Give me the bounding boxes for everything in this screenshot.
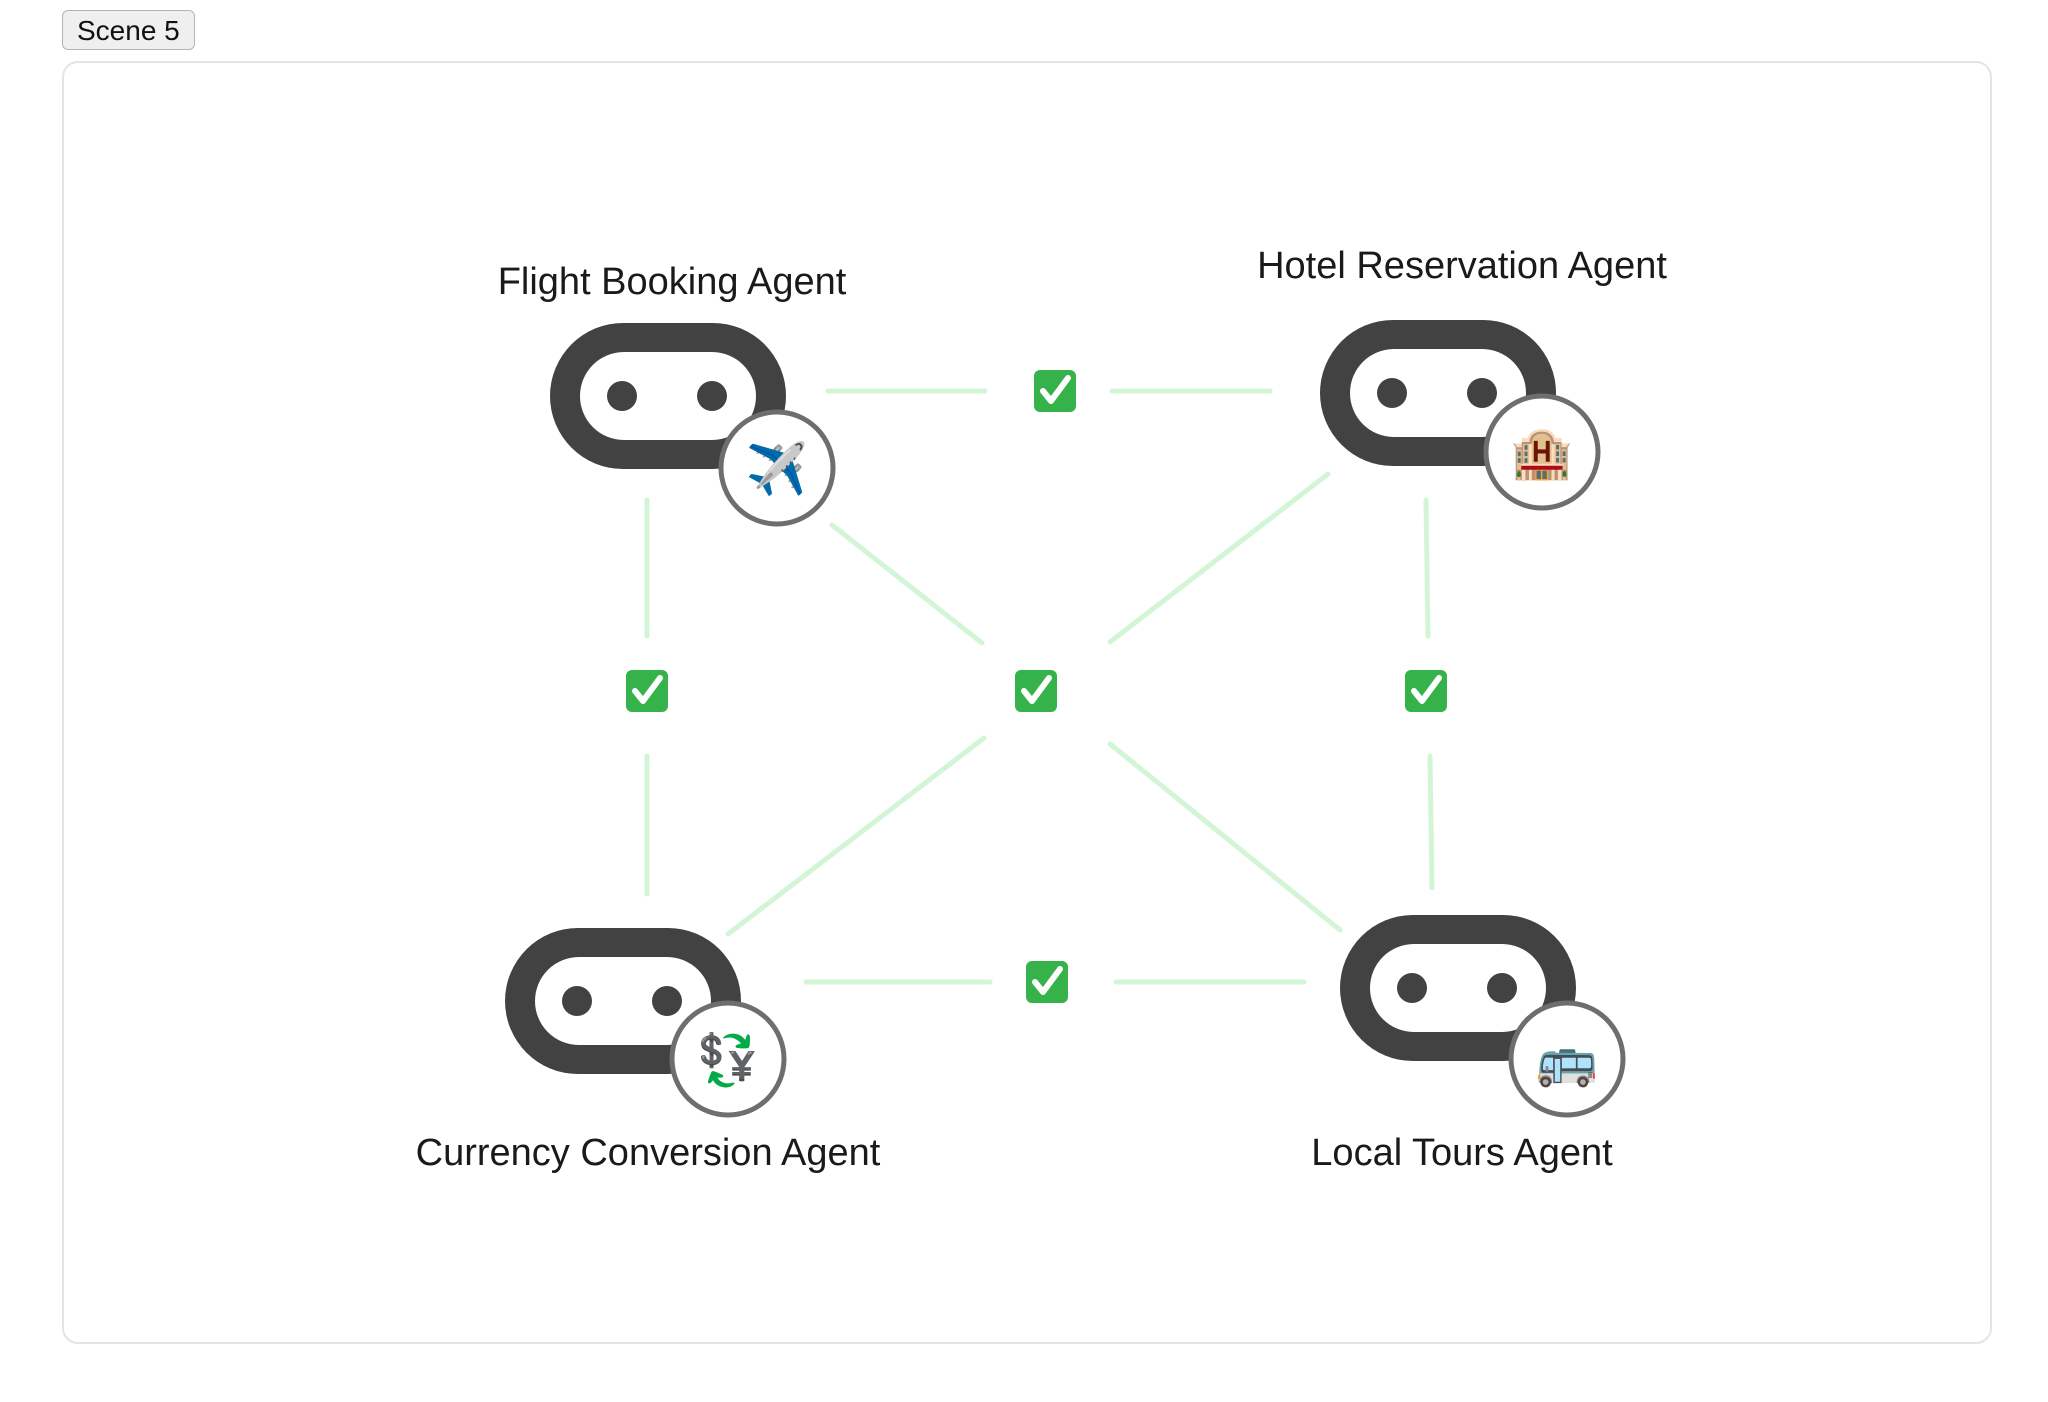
check-mark-icon <box>626 670 668 712</box>
agent-hotel-reservation[interactable]: Hotel Reservation Agent 🏨 <box>1257 245 1667 511</box>
svg-text:🏨: 🏨 <box>1511 424 1573 483</box>
connection-hotel-tours-bottom <box>1427 753 1435 891</box>
connection-flight-tours-bottom <box>1107 741 1343 933</box>
check-mark-icon <box>1034 370 1076 412</box>
svg-text:💱: 💱 <box>697 1031 759 1090</box>
check-mark-icon <box>1405 670 1447 712</box>
connection-flight-tours-top <box>829 522 985 646</box>
agent-local-tours[interactable]: 🚌 Local Tours Agent <box>1311 915 1626 1174</box>
connection-hotel-tours-top <box>1423 497 1431 639</box>
check-mark-icon <box>1015 670 1057 712</box>
hotel-icon: 🏨 <box>1483 393 1601 511</box>
airplane-icon: ✈️ <box>718 409 836 527</box>
connection-hotel-currency-bottom <box>725 735 987 937</box>
check-mark-icon <box>1026 961 1068 1003</box>
agent-label-flight: Flight Booking Agent <box>498 261 847 303</box>
connection-lines <box>644 388 1435 985</box>
bus-icon: 🚌 <box>1508 1000 1626 1118</box>
agent-currency-conversion[interactable]: 💱 Currency Conversion Agent <box>416 928 881 1174</box>
agent-label-hotel: Hotel Reservation Agent <box>1257 245 1667 287</box>
connection-hotel-currency-top <box>1107 471 1331 645</box>
svg-text:✈️: ✈️ <box>746 439 808 498</box>
scene-button[interactable]: Scene 5 <box>62 10 195 50</box>
agent-flight-booking[interactable]: Flight Booking Agent ✈️ <box>498 261 847 527</box>
currency-exchange-icon: 💱 <box>669 1000 787 1118</box>
agent-label-tours: Local Tours Agent <box>1311 1132 1613 1174</box>
svg-text:🚌: 🚌 <box>1536 1031 1598 1089</box>
agent-label-currency: Currency Conversion Agent <box>416 1132 881 1174</box>
